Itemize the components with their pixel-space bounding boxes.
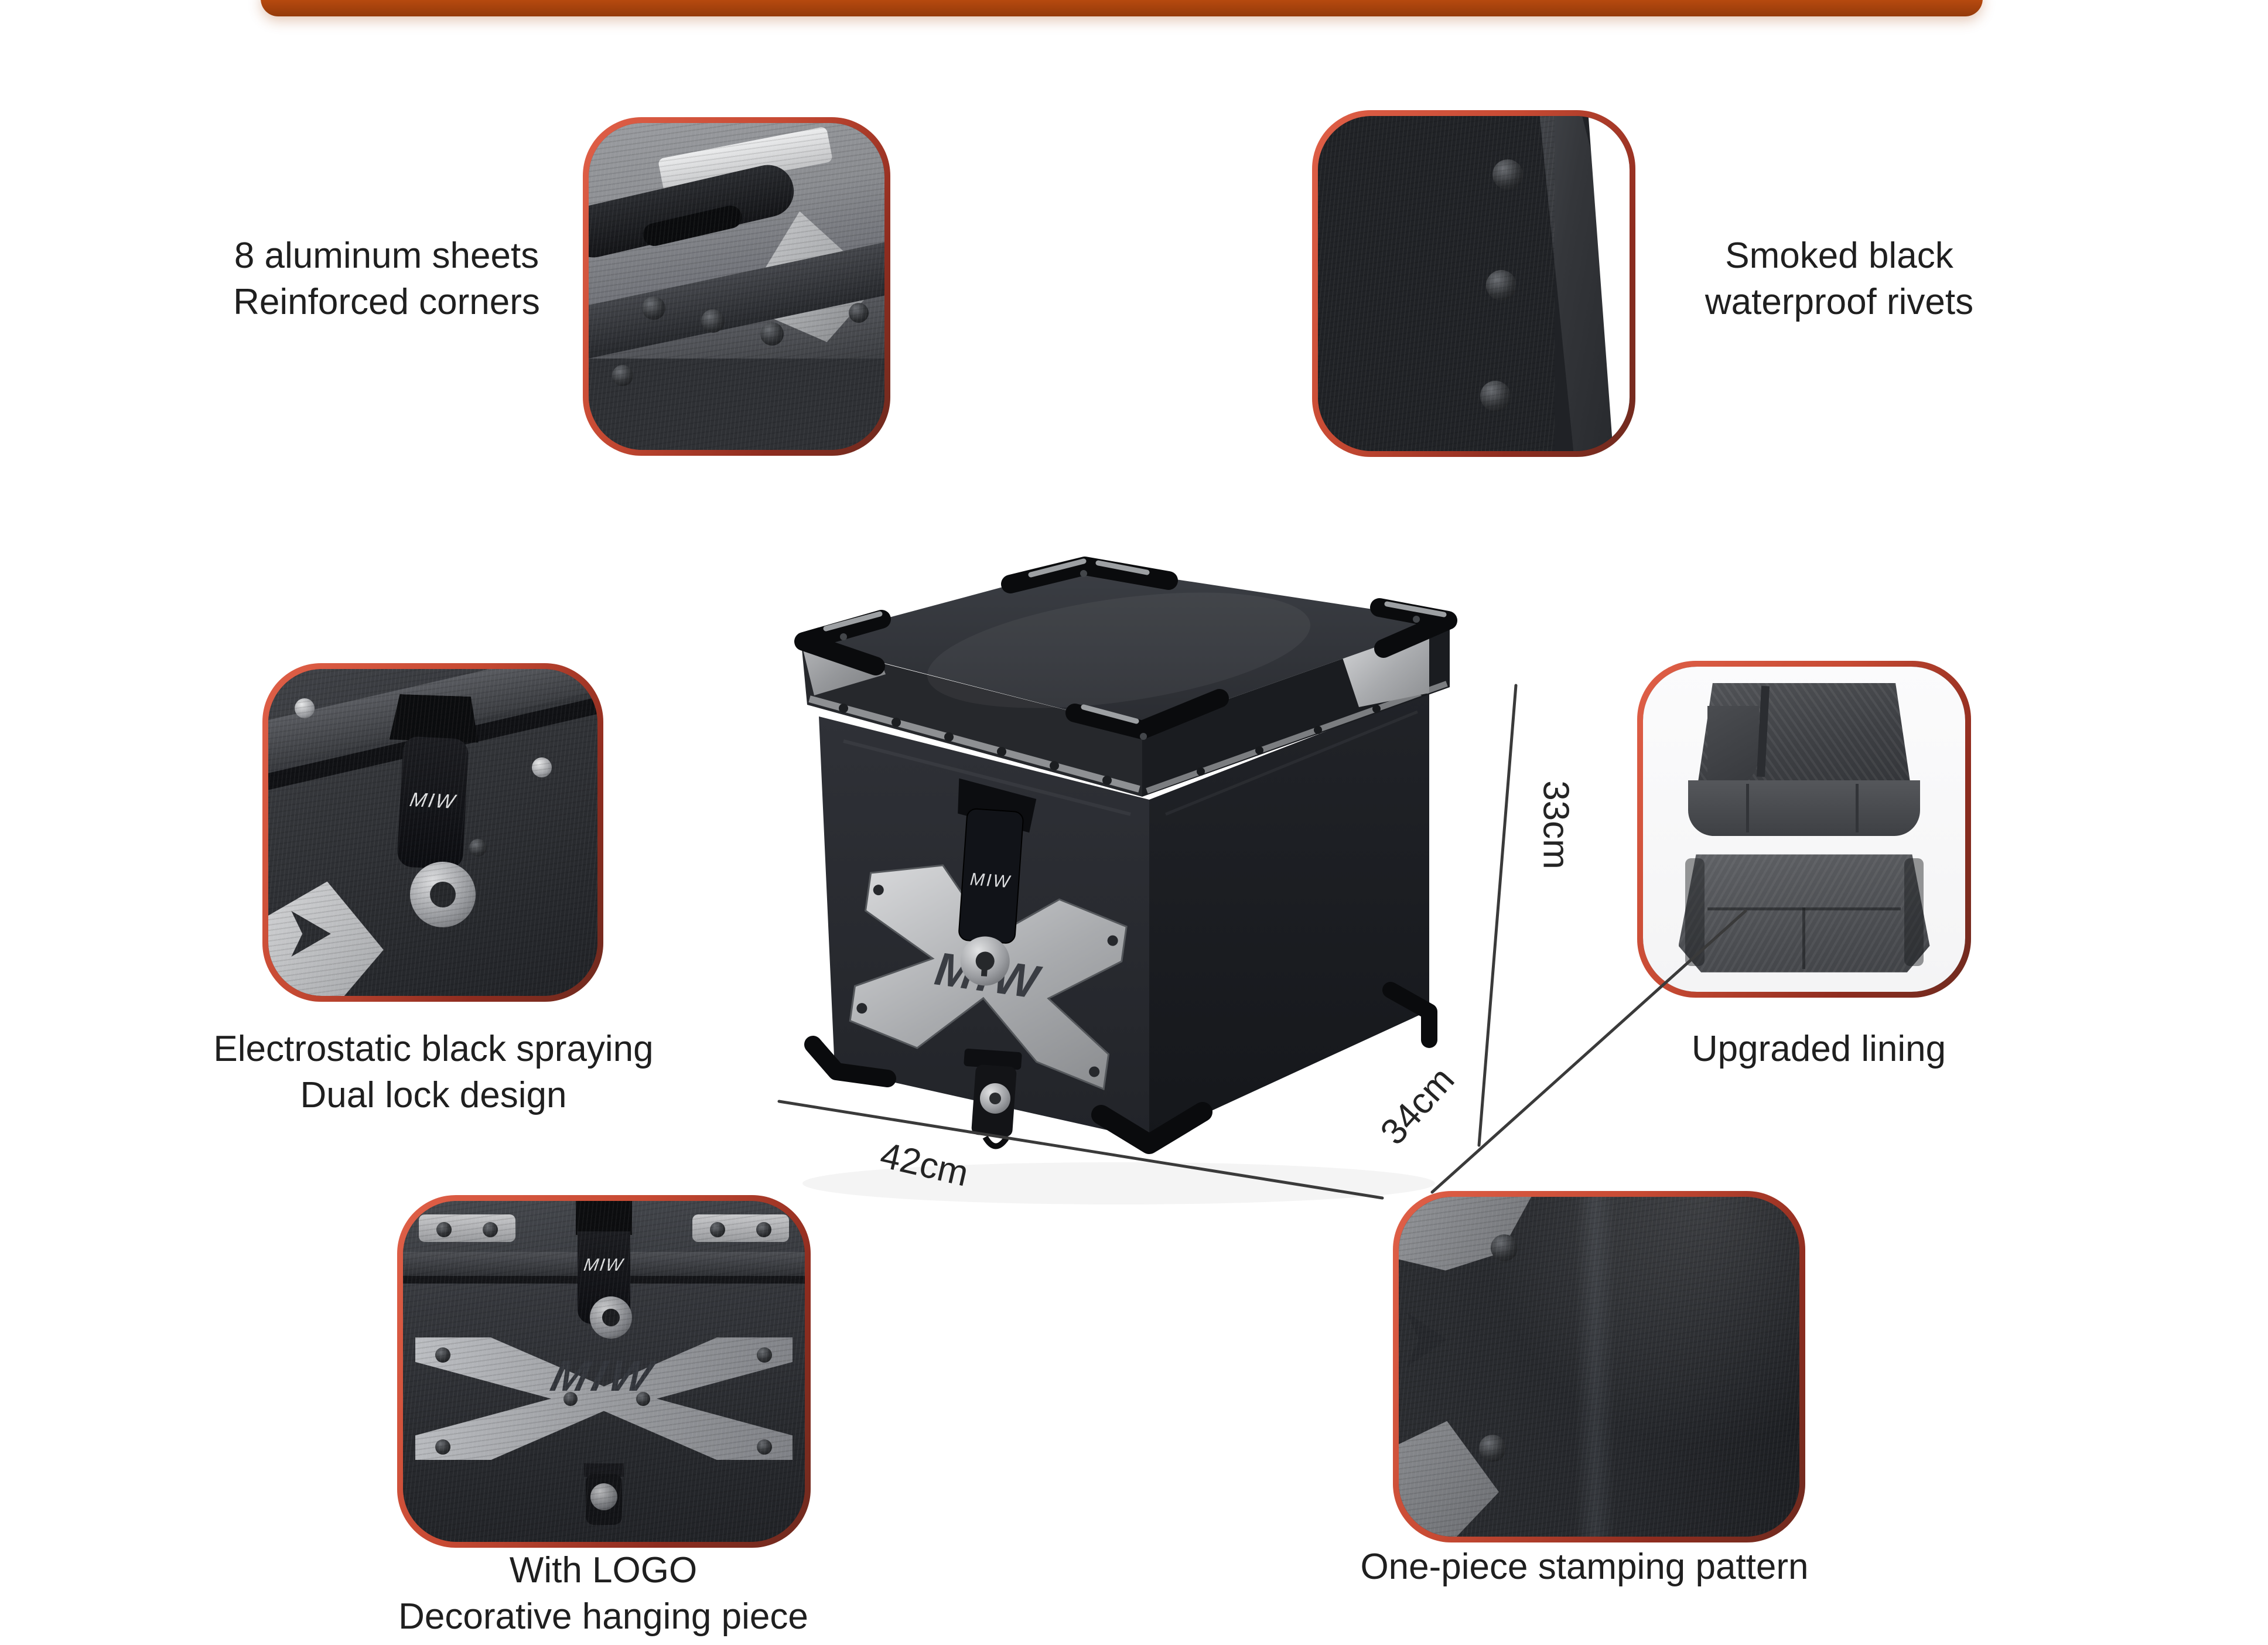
caption-lock-line1: Electrostatic black spraying bbox=[213, 1029, 654, 1069]
rivet-icon bbox=[1491, 1234, 1518, 1261]
caption-lining-line1: Upgraded lining bbox=[1691, 1029, 1946, 1069]
caption-stamping: One-piece stamping pattern bbox=[1321, 1544, 1848, 1591]
caption-logo-line1: With LOGO bbox=[509, 1550, 698, 1591]
caption-lining: Upgraded lining bbox=[1614, 1026, 2024, 1073]
screw-icon bbox=[483, 1222, 498, 1238]
caption-lock: Electrostatic black spraying Dual lock d… bbox=[170, 1026, 697, 1118]
caption-corners-line2: Reinforced corners bbox=[233, 281, 540, 322]
brand-logo-text: MIW bbox=[582, 1255, 626, 1275]
keyhole bbox=[409, 862, 476, 928]
guard-screws bbox=[840, 570, 1420, 740]
lower-lock-plate bbox=[583, 1463, 624, 1477]
lining-box-front bbox=[1688, 780, 1920, 836]
width-dimension-line bbox=[777, 1100, 1384, 1200]
caption-lock-line2: Dual lock design bbox=[300, 1074, 567, 1115]
caption-stamping-line1: One-piece stamping pattern bbox=[1360, 1547, 1809, 1587]
lower-lock-body bbox=[586, 1473, 622, 1525]
front-latch: MIW bbox=[958, 778, 1037, 986]
lid-corner-guards bbox=[794, 557, 1457, 739]
screw-icon bbox=[641, 296, 665, 320]
screw-icon bbox=[756, 1222, 771, 1238]
brand-logo-text-large: MIW bbox=[546, 1352, 662, 1401]
top-case-illustration: MIW MIW bbox=[777, 557, 1747, 1204]
dimension-lines bbox=[777, 684, 1747, 1200]
caption-logo-line2: Decorative hanging piece bbox=[398, 1596, 808, 1637]
screw-icon bbox=[469, 839, 487, 857]
latch-keyhole bbox=[589, 1296, 632, 1339]
seam-line bbox=[1746, 783, 1749, 833]
screw-icon bbox=[531, 757, 552, 777]
caption-rivets-line1: Smoked black bbox=[1725, 236, 1953, 276]
lid-top bbox=[800, 565, 1450, 729]
feature-card-lining bbox=[1637, 661, 1971, 998]
metal-bar bbox=[692, 1214, 789, 1242]
seam-line bbox=[1856, 783, 1859, 833]
brand-logo-text: MIW bbox=[408, 789, 459, 814]
depth-dimension-line bbox=[1430, 909, 1747, 1194]
tray-side-wall bbox=[1904, 858, 1924, 966]
rivets-photo bbox=[1318, 116, 1630, 451]
feature-card-stamping bbox=[1393, 1191, 1805, 1542]
keyhole-center bbox=[602, 1308, 620, 1326]
caption-logo: With LOGO Decorative hanging piece bbox=[340, 1548, 867, 1640]
rivet-icon bbox=[1492, 159, 1523, 190]
caption-rivets-line2: waterproof rivets bbox=[1705, 281, 1974, 322]
rivet-icon bbox=[435, 1439, 450, 1455]
keyhole bbox=[590, 1483, 617, 1510]
tray-side-wall bbox=[1685, 858, 1705, 966]
rivet-icon bbox=[435, 1347, 450, 1363]
height-dimension-line bbox=[1477, 684, 1518, 1147]
rivet-icon bbox=[636, 1391, 650, 1406]
rivet-icon bbox=[756, 1347, 772, 1363]
caption-corners-line1: 8 aluminum sheets bbox=[234, 236, 539, 276]
rivet-icon bbox=[1480, 380, 1511, 411]
latch-body: MIW bbox=[397, 736, 469, 871]
bottom-lock bbox=[964, 1049, 1022, 1149]
rivet-icon bbox=[1486, 270, 1517, 301]
lining-photo bbox=[1643, 667, 1965, 992]
corner-guard-photo bbox=[589, 123, 884, 450]
caption-rivets: Smoked black waterproof rivets bbox=[1634, 233, 2044, 325]
feature-card-corners bbox=[583, 117, 890, 456]
feature-card-rivets bbox=[1312, 110, 1635, 457]
caption-corners: 8 aluminum sheets Reinforced corners bbox=[176, 233, 597, 325]
logo-plate-photo: MIW MIW bbox=[403, 1201, 805, 1542]
bottom-corner-guards bbox=[804, 982, 1437, 1154]
rivet-icon bbox=[1478, 1435, 1506, 1462]
screw-icon bbox=[849, 302, 869, 323]
feature-card-logo: MIW MIW bbox=[397, 1195, 811, 1548]
metal-bar bbox=[419, 1214, 516, 1242]
screw-icon bbox=[701, 309, 725, 333]
tray-seam bbox=[1802, 907, 1806, 970]
box-shadow bbox=[802, 1162, 1435, 1204]
textured-side-panel bbox=[589, 358, 884, 450]
screw-icon bbox=[760, 322, 784, 346]
screw-icon bbox=[709, 1222, 725, 1238]
lock-photo: MIW bbox=[268, 669, 597, 996]
screw-icon bbox=[612, 364, 634, 386]
keyhole-center bbox=[429, 882, 456, 908]
stamping-photo bbox=[1399, 1197, 1799, 1537]
screw-icon bbox=[436, 1222, 452, 1238]
latch-hinge bbox=[575, 1201, 632, 1236]
latch-hinge bbox=[390, 694, 480, 742]
lining-divider-pocket bbox=[1707, 705, 1759, 784]
screw-icon bbox=[294, 698, 315, 719]
brand-logo-text-latch: MIW bbox=[969, 869, 1012, 892]
feature-card-lock: MIW bbox=[262, 663, 603, 1002]
rivet-icon bbox=[563, 1391, 578, 1406]
top-accent-bar bbox=[261, 0, 1983, 16]
rivet-icon bbox=[756, 1439, 772, 1455]
guard-metal-caps bbox=[823, 558, 1447, 724]
height-dimension-label: 33cm bbox=[1535, 780, 1576, 869]
